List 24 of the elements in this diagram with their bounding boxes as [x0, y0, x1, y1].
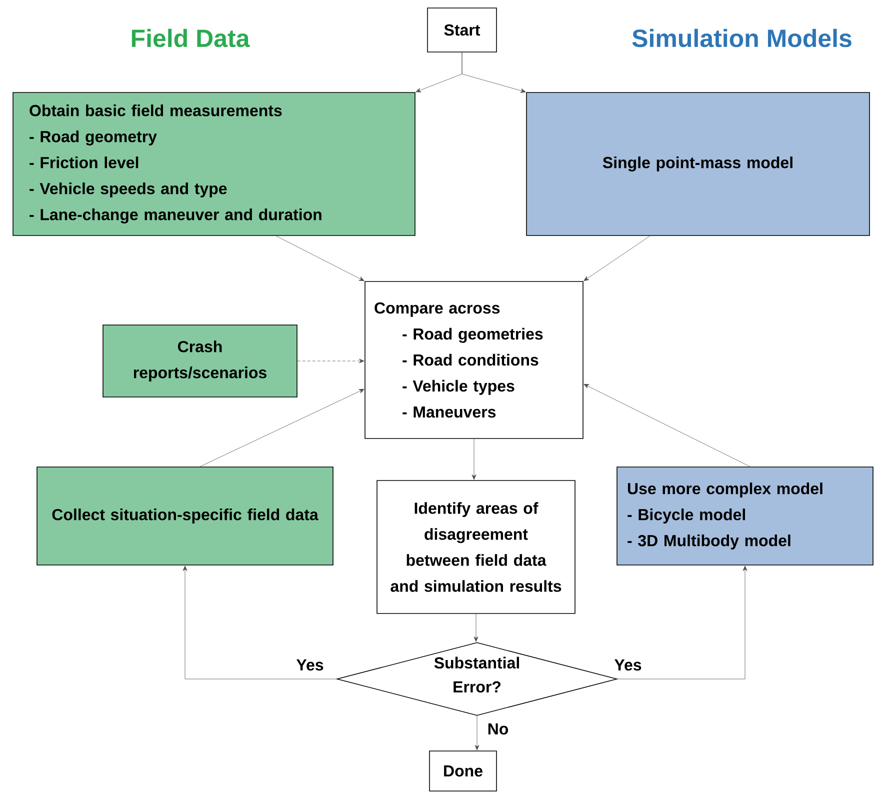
process-box: Identify areas of disagreement between field data and simulation results: [376, 480, 576, 614]
arrow: [474, 716, 480, 750]
section-heading: Field Data: [132, 28, 250, 48]
process-box: Single point-mass model: [526, 92, 870, 236]
start-box: Start: [427, 8, 497, 52]
edge-label: Yes: [295, 658, 325, 672]
arrow: [182, 566, 337, 680]
end-box: Done: [429, 750, 497, 792]
arrow: [617, 566, 748, 680]
arrow: [584, 236, 650, 281]
arrow: [462, 52, 526, 93]
arrow: [584, 384, 750, 467]
process-box: Crash reports/scenarios: [102, 324, 298, 398]
process-box: Compare across - Road geometries - Road conditions - Vehicle types - Maneuvers: [364, 281, 584, 439]
arrow: [276, 236, 364, 282]
process-box: Obtain basic field measurements - Road geometry - Friction level - Vehicle speeds and type - Lane-change maneuver and duration: [12, 92, 416, 236]
process-box: Collect situation-specific field data: [36, 466, 334, 566]
arrow: [297, 358, 364, 364]
arrow: [200, 388, 364, 467]
edge-label: No: [486, 722, 510, 736]
process-box: Use more complex model - Bicycle model - 3D Multibody model: [616, 466, 874, 566]
arrow: [474, 614, 478, 642]
arrow: [472, 438, 476, 480]
section-heading: Simulation Models: [632, 28, 852, 48]
